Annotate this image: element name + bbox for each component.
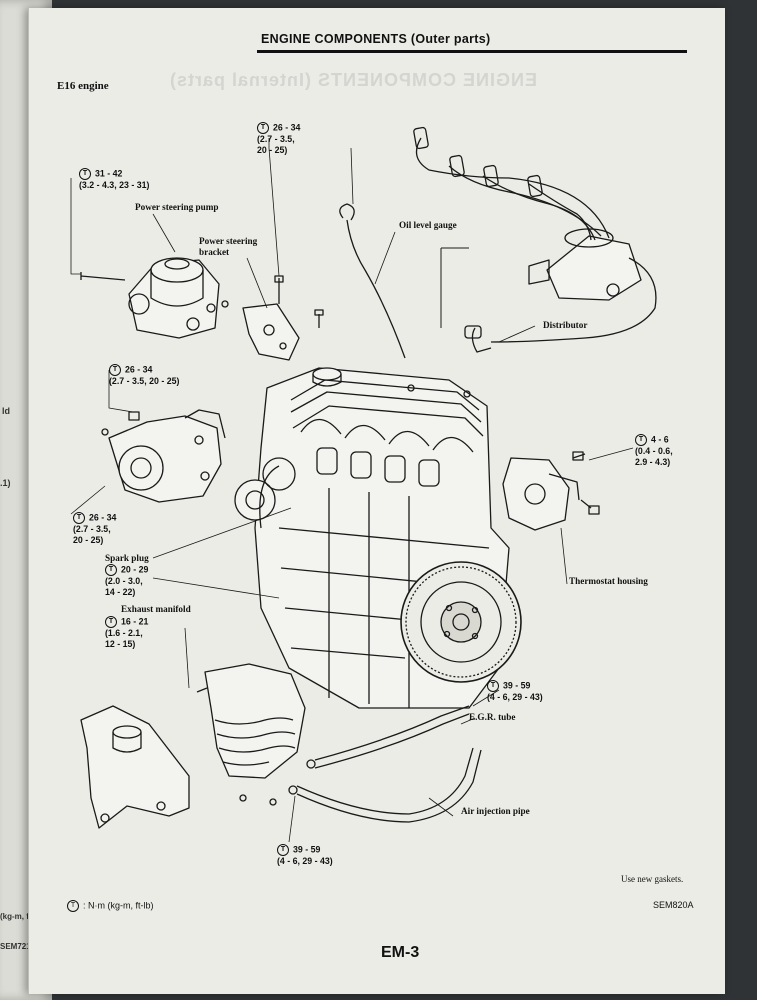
torque-value: (1.6 - 2.1,	[105, 628, 143, 638]
torque-value: 16 - 21	[121, 616, 149, 627]
torque-callout-left-lower: T 26 - 34 (2.7 - 3.5, 20 - 25)	[73, 512, 116, 546]
label-thermostat-housing: Thermostat housing	[569, 576, 648, 586]
gasket-note: Use new gaskets.	[621, 874, 684, 884]
flywheel	[400, 561, 522, 683]
torque-symbol-icon: T	[487, 680, 499, 692]
label-power-steering-pump: Power steering pump	[135, 202, 219, 212]
label-spark-plug: Spark plug	[105, 553, 149, 563]
label-power-steering-bracket: Power steering	[199, 236, 258, 246]
torque-value: 14 - 22)	[105, 587, 136, 597]
water-outlet	[101, 409, 226, 503]
torque-symbol-icon: T	[105, 564, 117, 576]
thermostat-housing	[502, 451, 600, 531]
leader-lines	[70, 138, 634, 843]
torque-value: 2.9 - 4.3)	[635, 457, 671, 467]
page-number: EM-3	[381, 944, 420, 961]
egr-and-air-pipes	[288, 705, 482, 823]
torque-value: (2.7 - 3.5,	[257, 134, 295, 144]
torque-callout-thermostat: T 4 - 6 (0.4 - 0.6, 2.9 - 4.3)	[635, 434, 673, 468]
torque-value: 12 - 15)	[105, 639, 136, 649]
figure-reference: SEM820A	[653, 900, 694, 910]
torque-value: (4 - 6, 29 - 43)	[277, 856, 333, 866]
prev-page-fragment: (kg-m, ft-lb)	[0, 912, 44, 921]
power-steering-bracket	[242, 275, 324, 361]
torque-value: 20 - 25)	[257, 145, 288, 155]
prev-page-fragment: SEM721A	[0, 942, 37, 951]
torque-value: 26 - 34	[273, 122, 301, 133]
manual-page: ENGINE COMPONENTS (Internal parts) ENGIN…	[28, 8, 725, 994]
torque-value: (2.0 - 3.0,	[105, 576, 143, 586]
prev-page-fragment: ld	[2, 406, 10, 416]
torque-value: (2.7 - 3.5,	[73, 524, 111, 534]
torque-value: (3.2 - 4.3, 23 - 31)	[79, 180, 150, 190]
torque-value: 26 - 34	[89, 512, 117, 523]
torque-callout-bracket: T 26 - 34 (2.7 - 3.5, 20 - 25)	[257, 122, 300, 156]
engine-diagram	[70, 126, 657, 843]
torque-value: 26 - 34	[125, 364, 153, 375]
label-air-injection-pipe: Air injection pipe	[461, 806, 530, 816]
torque-value: 20 - 29	[121, 564, 149, 575]
torque-callout-air-injection: T 39 - 59 (4 - 6, 29 - 43)	[277, 844, 333, 867]
page-title: ENGINE COMPONENTS (Outer parts)	[261, 32, 491, 46]
torque-symbol-icon: T	[67, 900, 79, 912]
torque-value: 4 - 6	[651, 434, 669, 445]
legend-text: : N·m (kg-m, ft-lb)	[83, 900, 154, 911]
torque-value: 39 - 59	[293, 844, 321, 855]
heat-shield	[80, 705, 190, 829]
torque-callout-ps-pump: T 31 - 42 (3.2 - 4.3, 23 - 31)	[79, 168, 149, 191]
torque-value: 31 - 42	[95, 168, 123, 179]
torque-value: (2.7 - 3.5, 20 - 25)	[109, 376, 180, 386]
torque-symbol-icon: T	[109, 364, 121, 376]
exhaust-manifold	[196, 663, 306, 806]
oil-level-gauge	[339, 203, 406, 359]
torque-symbol-icon: T	[257, 122, 269, 134]
power-steering-pump	[80, 257, 229, 339]
prev-page-fragment: .1)	[0, 478, 11, 488]
torque-symbol-icon: T	[79, 168, 91, 180]
label-power-steering-bracket: bracket	[199, 247, 230, 257]
torque-value: 20 - 25)	[73, 535, 104, 545]
torque-symbol-icon: T	[277, 844, 289, 856]
distributor-assembly	[413, 126, 657, 353]
torque-symbol-icon: T	[73, 512, 85, 524]
engine-label: E16 engine	[57, 80, 109, 92]
torque-symbol-icon: T	[105, 616, 117, 628]
torque-symbol-icon: T	[635, 434, 647, 446]
title-rule	[257, 50, 687, 53]
torque-callout-exhaust: T 16 - 21 (1.6 - 2.1, 12 - 15)	[105, 616, 148, 650]
torque-value: 39 - 59	[503, 680, 531, 691]
torque-callout-left-upper: T 26 - 34 (2.7 - 3.5, 20 - 25)	[109, 364, 179, 387]
label-distributor: Distributor	[543, 320, 588, 330]
torque-value: (4 - 6, 29 - 43)	[487, 692, 543, 702]
label-egr-tube: E.G.R. tube	[469, 712, 516, 722]
label-exhaust-manifold: Exhaust manifold	[121, 604, 191, 614]
torque-callout-spark-plug: T 20 - 29 (2.0 - 3.0, 14 - 22)	[105, 564, 148, 598]
torque-value: (0.4 - 0.6,	[635, 446, 673, 456]
torque-callout-egr: T 39 - 59 (4 - 6, 29 - 43)	[487, 680, 543, 703]
torque-legend: T : N·m (kg-m, ft-lb)	[67, 900, 154, 912]
label-oil-level-gauge: Oil level gauge	[399, 220, 457, 230]
